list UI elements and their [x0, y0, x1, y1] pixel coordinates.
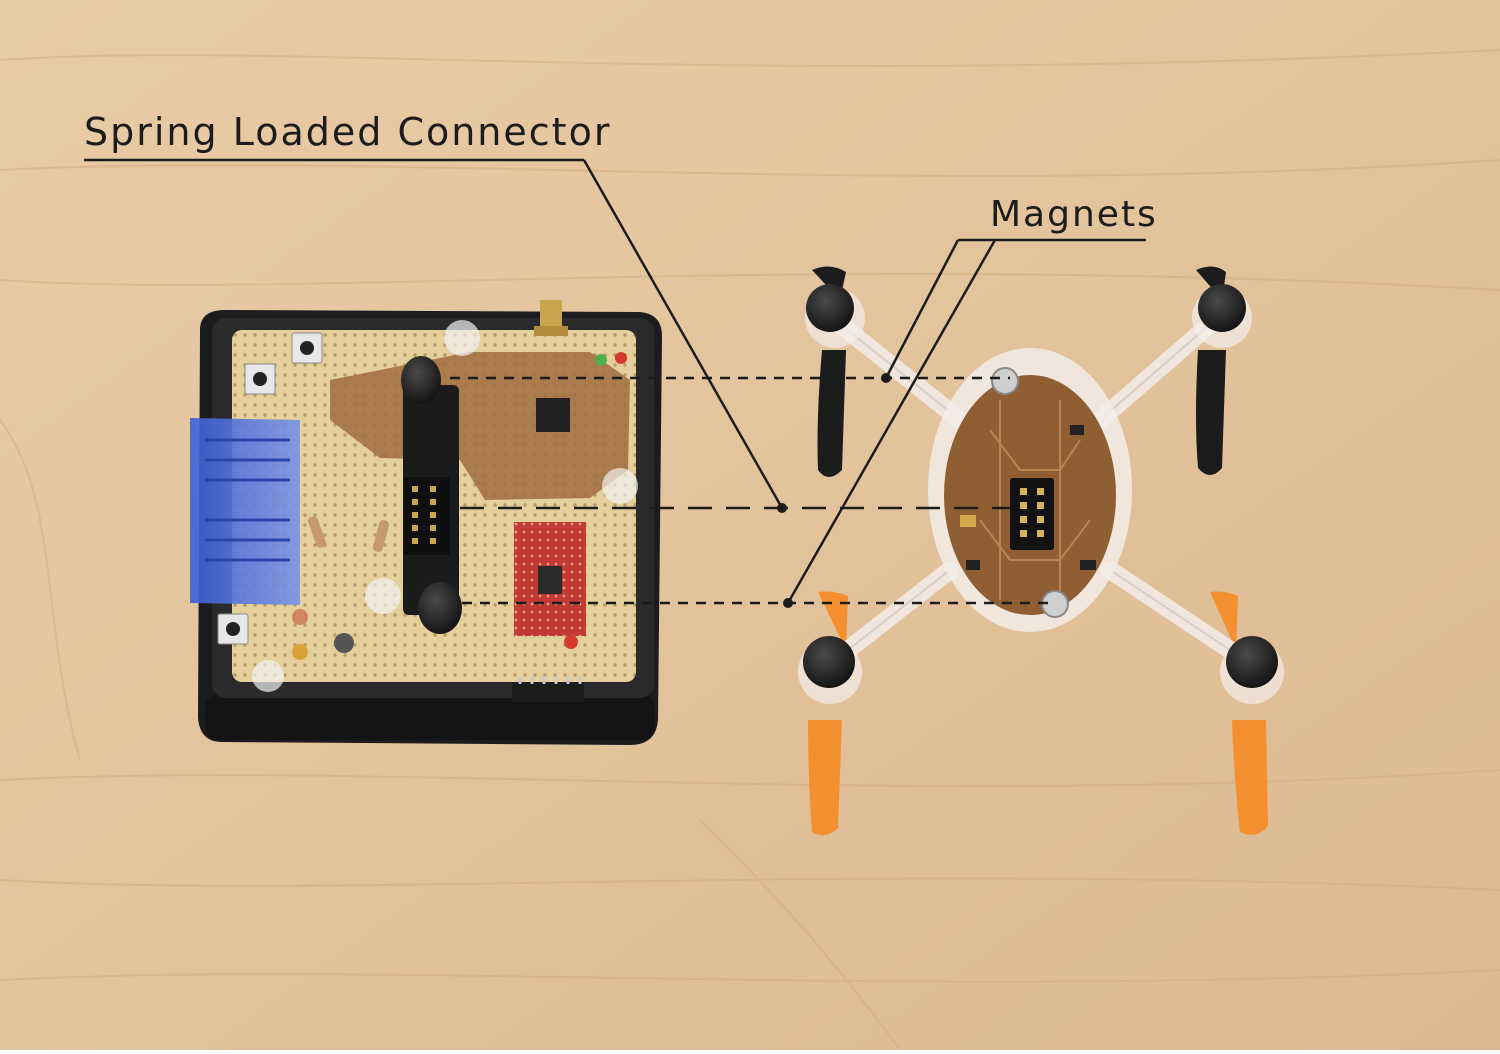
spring-connector-leader: [582, 159, 784, 509]
usb-serial-adapter: [190, 418, 300, 605]
magnets-leader-top: [884, 239, 960, 379]
sma-antenna-connector: [534, 300, 568, 336]
led-red-small: [564, 635, 578, 649]
led-red: [615, 352, 627, 364]
spring-loaded-connector-label: Spring Loaded Connector: [84, 110, 612, 154]
soic-breakout-board: [514, 522, 586, 636]
wood-grain: [0, 49, 1500, 1051]
controller-box: [190, 300, 662, 745]
magnet: [991, 367, 1019, 395]
pin-header: [512, 676, 584, 702]
spring-loaded-connector-cradle: [401, 356, 462, 634]
annotation-dot: [881, 373, 891, 383]
annotation-dot: [783, 598, 793, 608]
propeller-black: [812, 266, 846, 477]
motor-bumper: [805, 284, 865, 348]
magnets-leader-bottom: [786, 239, 997, 604]
annotation-dot: [777, 503, 787, 513]
propeller-orange: [808, 591, 848, 836]
magnets-label: Magnets: [990, 194, 1158, 235]
motor-bumper: [798, 636, 862, 704]
led-green: [595, 354, 607, 366]
propeller-black: [1196, 266, 1226, 475]
rf-chip: [536, 398, 570, 432]
annotation-lines: [84, 158, 1146, 605]
motor-bumper: [1220, 636, 1284, 704]
propeller-orange: [1210, 591, 1268, 835]
motor-bumper: [1192, 284, 1252, 348]
pcb-pin-connector: [1010, 478, 1054, 550]
quadcopter: [798, 266, 1284, 836]
